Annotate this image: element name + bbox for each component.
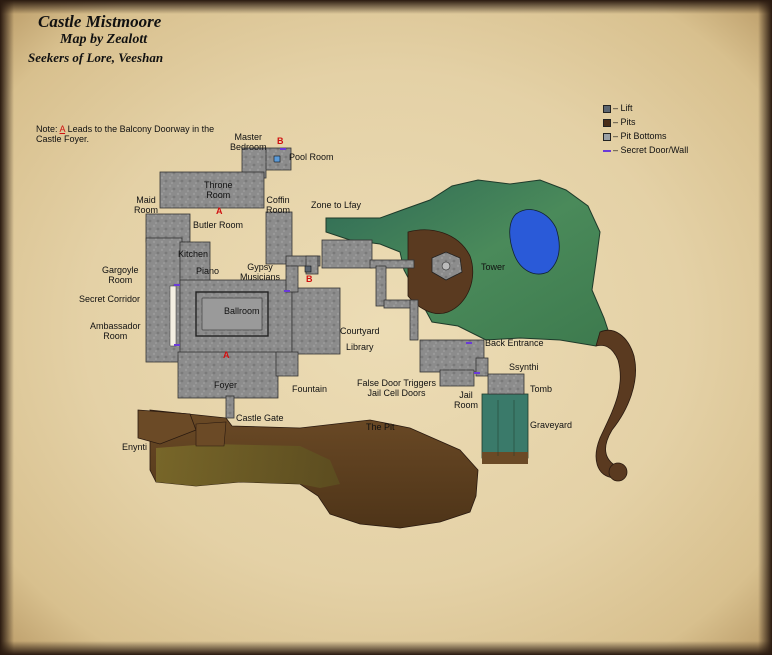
label-castle-gate: Castle Gate [236,413,284,423]
castle-rooms [145,147,525,419]
label-zone-to-lfay: Zone to Lfay [311,200,362,210]
secret-corridor-strip [169,285,177,347]
label-courtyard: Courtyard [340,326,380,336]
the-pit [137,409,479,529]
label-library: Library [346,342,374,352]
graveyard [481,393,529,464]
label-ballroom: Ballroom [224,306,260,316]
label-graveyard: Graveyard [530,420,573,430]
label-the-pit: The Pit [366,422,395,432]
map-title: Castle Mistmoore [38,12,162,31]
label-secret-corridor: Secret Corridor [79,294,141,304]
pond [509,209,560,275]
label-butler-room: Butler Room [193,220,244,230]
label-enynti: Enynti [122,442,148,452]
label-ssynthi: Ssynthi [509,362,539,372]
note: Note: A Leads to the Balcony Doorway in … [36,124,214,144]
secret-door-swatch-icon [603,149,611,152]
marker-a-foyer: A [223,350,230,360]
pit-swatch-icon [603,118,611,127]
legend-item-lift: – Lift [603,103,633,113]
secret-doors [174,148,480,374]
label-tower: Tower [481,262,506,272]
label-tomb: Tomb [530,384,553,394]
label-kitchen: Kitchen [178,249,209,259]
legend-item-pit-bottoms: – Pit Bottoms [603,131,667,141]
note-marker: A [59,124,66,134]
label-back-entrance: Back Entrance [485,338,544,348]
pit-bottom-swatch-icon [603,132,611,141]
legend-item-secret: – Secret Door/Wall [603,145,688,155]
label-pool-room: Pool Room [289,152,334,162]
note-text: Leads to the Balcony Doorway in the [67,124,215,134]
lift-marker [304,265,312,273]
note-text-2: Castle Foyer. [36,134,90,144]
map-byline: Map by Zealott [60,32,148,47]
tower-structure [431,251,463,281]
legend-item-pits: – Pits [603,117,636,127]
label-foyer: Foyer [214,380,238,390]
marker-b-lift: B [306,274,313,284]
label-piano: Piano [196,266,220,276]
marker-b-pool: B [277,136,284,146]
lift-swatch-icon [603,104,611,113]
marker-a-throne: A [216,206,223,216]
map-subtitle: Seekers of Lore, Veeshan [28,50,164,65]
note-prefix: Note: [36,124,58,134]
label-fountain: Fountain [292,384,328,394]
lift-marker [273,155,281,163]
trail [595,330,636,479]
